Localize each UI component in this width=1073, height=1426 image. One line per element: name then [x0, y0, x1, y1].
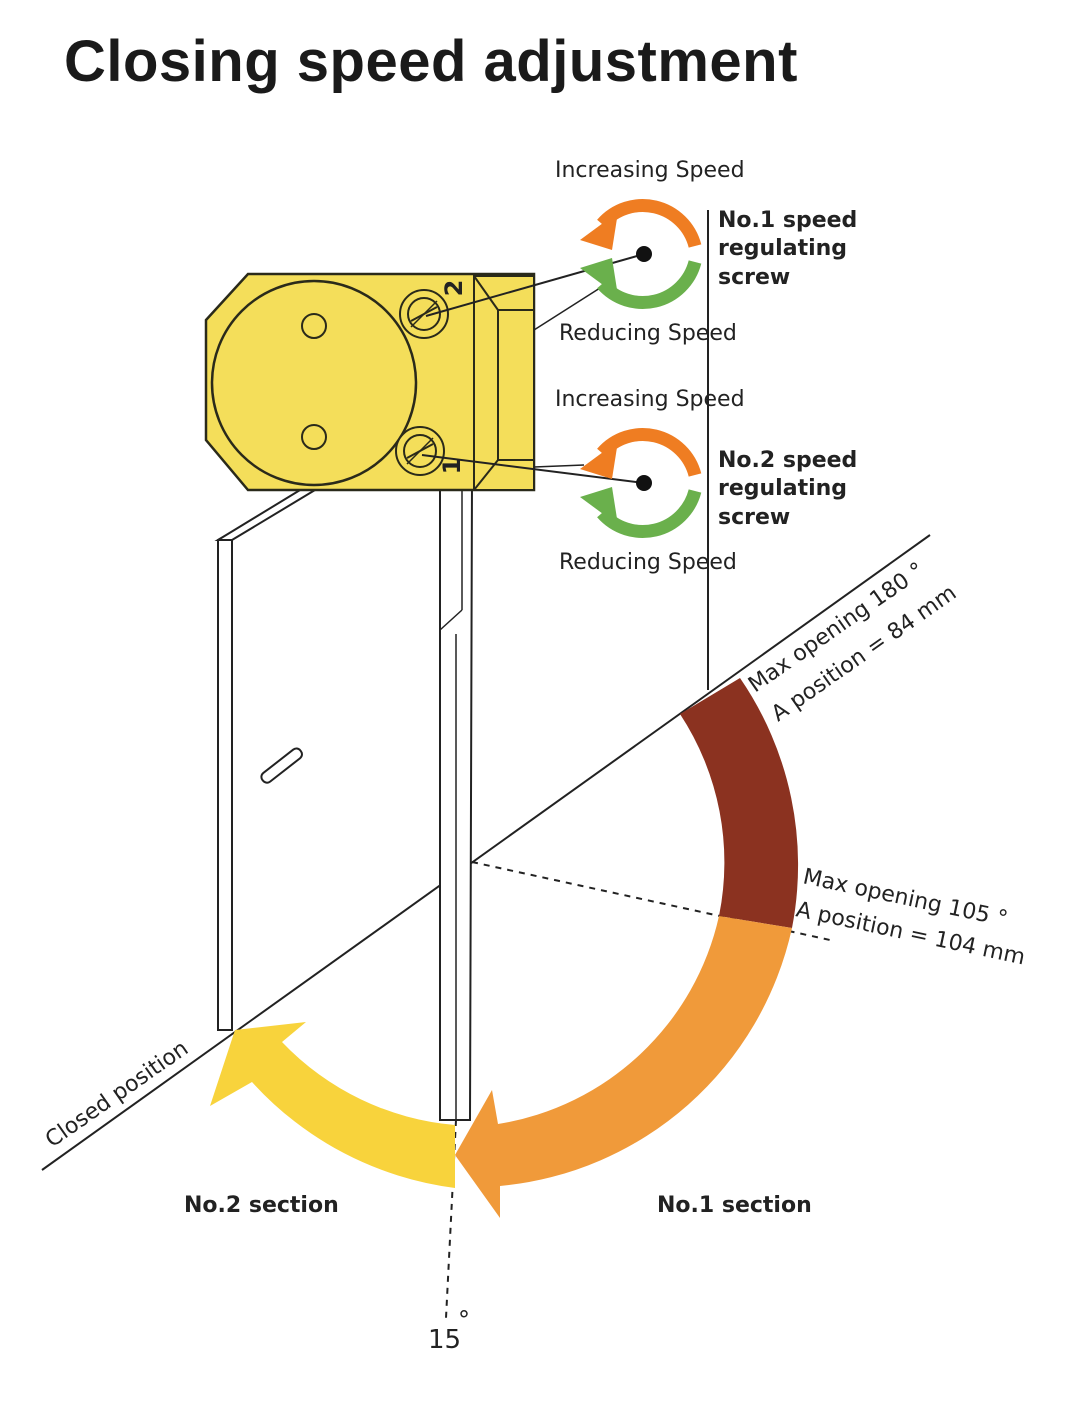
degree-symbol: ° [458, 1306, 470, 1334]
door-edge [439, 478, 474, 1121]
reducing-speed-label-2: Reducing Speed [559, 550, 737, 575]
screw-1-number: 1 [438, 458, 466, 475]
no1-section-label: No.1 section [657, 1193, 812, 1218]
no2-section-arrow [210, 1022, 455, 1188]
mount-hole-top [301, 313, 327, 339]
leader-line-4 [533, 464, 585, 468]
no2-section-label: No.2 section [184, 1193, 339, 1218]
screw-1-label-line1: No.1 speed [718, 208, 857, 233]
leader-line-3 [533, 287, 601, 331]
increasing-speed-label-1: Increasing Speed [555, 158, 745, 183]
page-title: Closing speed adjustment [64, 29, 798, 94]
screw-2-label-line3: screw [718, 505, 790, 530]
closed-position-label: Closed position [41, 1036, 193, 1153]
door-slab [214, 486, 324, 1031]
increasing-speed-label-2: Increasing Speed [555, 387, 745, 412]
band-105-180 [680, 678, 799, 928]
closed-position-line [41, 534, 931, 1171]
screw-2-number: 2 [440, 280, 468, 297]
screw-1[interactable] [395, 426, 445, 476]
rotation-indicator-2 [580, 427, 702, 539]
mount-hole-bottom [301, 424, 327, 450]
screw-1-label-line2: regulating [718, 236, 847, 261]
screw-2[interactable] [399, 289, 449, 339]
no1-section-arrow [455, 916, 792, 1218]
pivot-dot-1 [636, 246, 652, 262]
door-closer [204, 272, 536, 492]
reducing-speed-label-1: Reducing Speed [559, 321, 737, 346]
screw-2-label-line2: regulating [718, 476, 847, 501]
angle-15-label: 15 [428, 1325, 461, 1355]
closer-disc [210, 279, 418, 487]
screw-1-label-line3: screw [718, 265, 790, 290]
screw-2-label-line1: No.2 speed [718, 448, 857, 473]
leader-line-2 [421, 454, 645, 484]
rotation-indicator-1 [580, 198, 702, 310]
angle-15-line [445, 1119, 457, 1319]
pivot-dot-2 [636, 475, 652, 491]
door-handle [260, 747, 303, 784]
